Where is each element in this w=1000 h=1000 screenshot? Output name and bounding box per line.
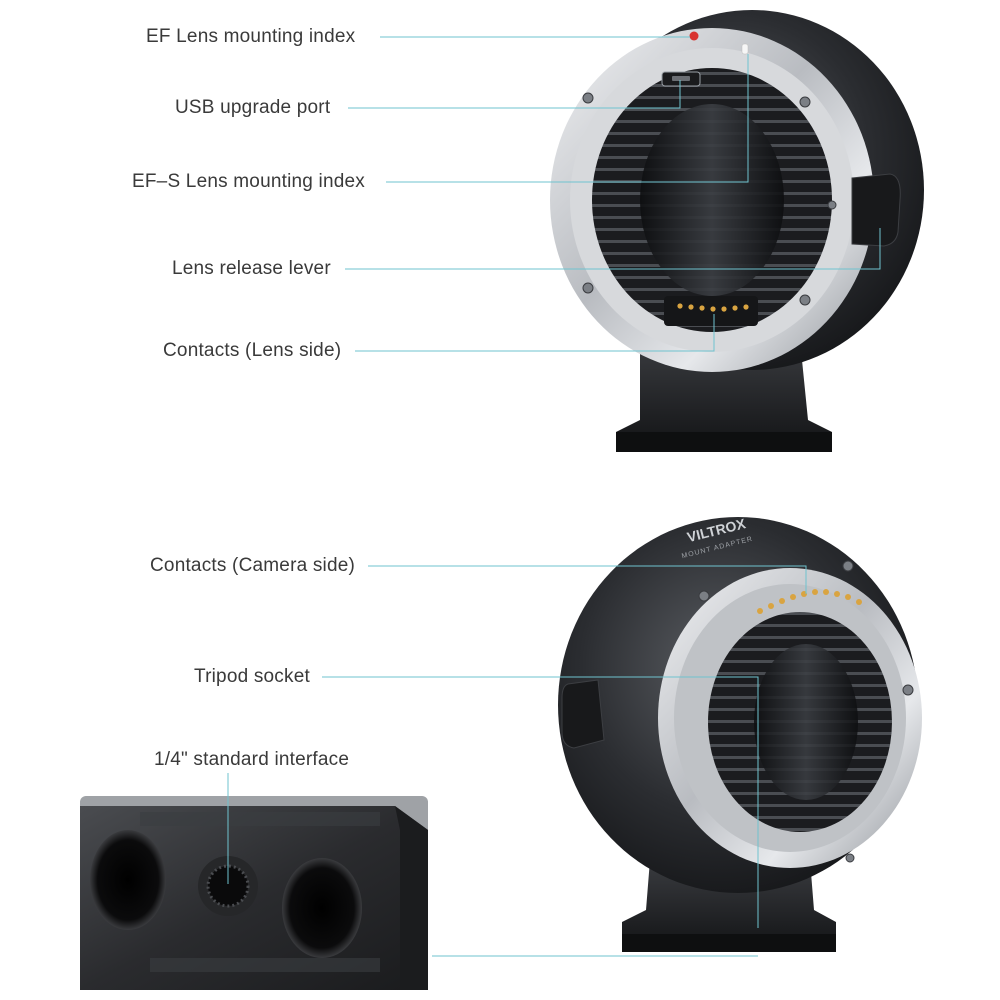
contacts-lens-side [664,296,758,326]
callout-usb-port: USB upgrade port [175,97,331,118]
leader-usb-port [348,80,681,109]
callout-ef-index: EF Lens mounting index [146,26,356,47]
leader-contacts-camera [368,565,807,594]
callout-efs-index: EF–S Lens mounting index [132,171,365,192]
leader-contacts-lens [355,314,715,352]
plate-hole-right [282,858,362,958]
callout-contacts-camera: Contacts (Camera side) [150,555,356,576]
leader-release-lever [345,228,881,270]
callout-tripod-socket: Tripod socket [194,666,310,687]
leader-lines [227,36,881,957]
plate-hole-left [90,830,166,930]
efs-index-mark [741,43,749,55]
callout-release-lever: Lens release lever [172,258,331,279]
leader-efs-index [386,54,749,183]
adapter-foot-top [616,340,832,452]
callout-standard-interface: 1/4" standard interface [154,749,350,770]
mount-screws-top [582,92,837,306]
contacts-camera-side [757,589,862,614]
adapter-lens-side [550,10,924,452]
tripod-side-button [561,679,605,749]
leader-tripod-socket [322,676,759,928]
release-lever-shape [851,173,901,247]
ef-index-dot [689,31,699,41]
mount-screws-bottom [698,560,914,863]
adapter-camera-side: VILTROX MOUNT ADAPTER [558,515,922,952]
callout-contacts-lens: Contacts (Lens side) [163,340,342,361]
tripod-plate-inset [80,796,428,990]
